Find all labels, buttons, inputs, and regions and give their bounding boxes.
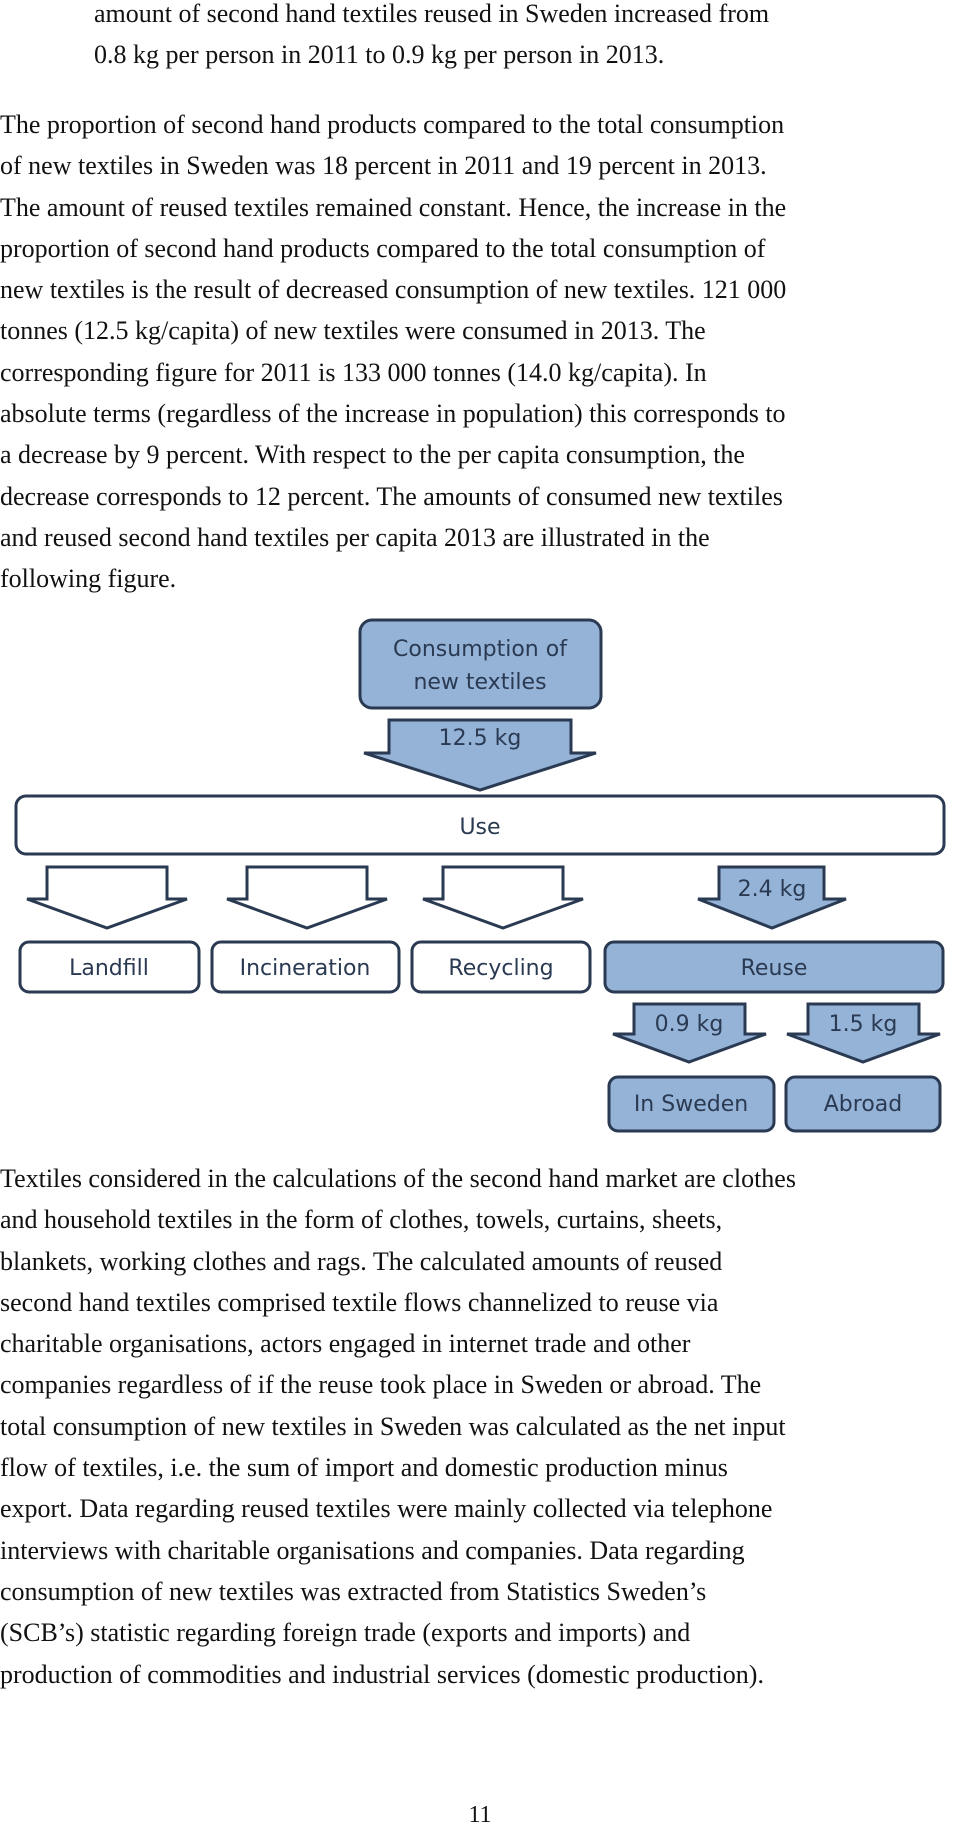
incineration-box — [210, 940, 401, 994]
text-line: and reused second hand textiles per capi… — [0, 522, 710, 552]
incineration-label: Incineration — [240, 956, 371, 981]
abroad-arrow — [786, 1002, 941, 1064]
landfill-label: Landfill — [69, 956, 149, 981]
recycling-arrow — [422, 865, 584, 930]
consumption-box — [358, 618, 603, 710]
recycling-box — [410, 940, 592, 994]
body-paragraph-proportion: The proportion of second hand products c… — [0, 104, 786, 600]
textile-flow-diagram: Consumption of new textiles 12.5 kg Use … — [14, 618, 946, 1133]
reuse-label: Reuse — [741, 956, 808, 981]
sweden-amount: 0.9 kg — [655, 1012, 724, 1037]
body-paragraph-methodology: Textiles considered in the calculations … — [0, 1158, 796, 1695]
text-line: companies regardless of if the reuse too… — [0, 1370, 762, 1400]
text-line: of new textiles in Sweden was 18 percent… — [0, 151, 767, 181]
text-line: interviews with charitable organisations… — [0, 1535, 745, 1565]
text-line: amount of second hand textiles reused in… — [94, 0, 770, 28]
text-line: The proportion of second hand products c… — [0, 110, 785, 139]
in-sweden-arrow — [612, 1002, 767, 1064]
text-line: blankets, working clothes and rags. The … — [0, 1246, 723, 1276]
incineration-arrow — [226, 865, 388, 930]
consumption-label-line1: Consumption of — [393, 637, 568, 662]
text-line: and household textiles in the form of cl… — [0, 1205, 723, 1235]
text-line: flow of textiles, i.e. the sum of import… — [0, 1453, 728, 1483]
text-line: charitable organisations, actors engaged… — [0, 1329, 691, 1359]
text-line: export. Data regarding reused textiles w… — [0, 1494, 773, 1524]
consumption-arrow — [363, 718, 597, 792]
abroad-box — [784, 1075, 942, 1133]
text-line: (SCB’s) statistic regarding foreign trad… — [0, 1618, 691, 1648]
page-number: 11 — [468, 1802, 492, 1828]
consumption-amount: 12.5 kg — [439, 726, 522, 751]
reuse-arrow — [697, 865, 847, 930]
text-line: new textiles is the result of decreased … — [0, 275, 787, 305]
use-label: Use — [459, 815, 500, 840]
landfill-arrow — [26, 865, 188, 930]
landfill-box — [18, 940, 201, 994]
text-line: proportion of second hand products compa… — [0, 233, 766, 263]
text-line: corresponding figure for 2011 is 133 000… — [0, 357, 707, 387]
text-line: consumption of new textiles was extracte… — [0, 1576, 707, 1606]
in-sweden-label: In Sweden — [634, 1092, 748, 1117]
abroad-label: Abroad — [824, 1092, 902, 1117]
text-line: total consumption of new textiles in Swe… — [0, 1411, 786, 1441]
text-line: Textiles considered in the calculations … — [0, 1164, 796, 1193]
text-line: production of commodities and industrial… — [0, 1659, 764, 1689]
text-line: following figure. — [0, 564, 177, 594]
recycling-label: Recycling — [448, 956, 553, 981]
intro-paragraph: amount of second hand textiles reused in… — [94, 0, 769, 76]
in-sweden-box — [607, 1075, 776, 1133]
text-line: absolute terms (regardless of the increa… — [0, 399, 786, 429]
use-box — [14, 794, 946, 856]
text-line: 0.8 kg per person in 2011 to 0.9 kg per … — [94, 40, 665, 70]
reuse-amount: 2.4 kg — [738, 877, 807, 902]
text-line: tonnes (12.5 kg/capita) of new textiles … — [0, 316, 706, 346]
consumption-label-line2: new textiles — [413, 670, 546, 695]
text-line: a decrease by 9 percent. With respect to… — [0, 440, 745, 470]
text-line: decrease corresponds to 12 percent. The … — [0, 481, 783, 511]
text-line: The amount of reused textiles remained c… — [0, 192, 787, 222]
reuse-box — [603, 940, 945, 994]
abroad-amount: 1.5 kg — [829, 1012, 898, 1037]
text-line: second hand textiles comprised textile f… — [0, 1287, 719, 1317]
